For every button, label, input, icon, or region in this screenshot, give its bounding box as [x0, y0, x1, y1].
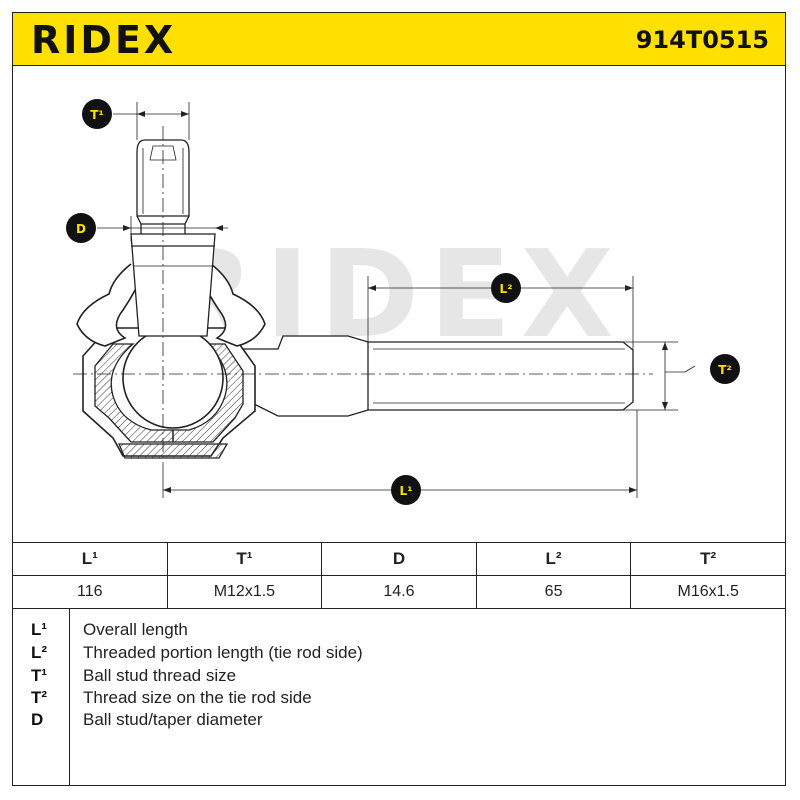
- t2-arrow-top: [662, 342, 668, 350]
- spec-header-cell: D: [321, 542, 477, 576]
- legend-description: Ball stud thread size: [83, 666, 237, 685]
- l2-arrow-left: [368, 285, 376, 291]
- rod-shank: [237, 335, 634, 417]
- spec-value-cell: 65: [475, 575, 632, 609]
- header-bar: RIDEX 914T0515: [12, 12, 786, 66]
- hex-socket: [149, 145, 177, 161]
- badge-t2-label: T²: [718, 363, 731, 377]
- brand-logo: RIDEX: [31, 18, 177, 62]
- badge-d: D: [66, 213, 96, 243]
- legend-code: T¹: [31, 666, 48, 685]
- ball-joint: [122, 327, 224, 429]
- badge-t1-label: T¹: [90, 108, 103, 122]
- legend-description: Threaded portion length (tie rod side): [83, 643, 363, 662]
- legend-description: Ball stud/taper diameter: [83, 710, 263, 729]
- d-arrow-right: [215, 225, 223, 231]
- spec-header-cell: L²: [475, 542, 632, 576]
- spec-value-cell: 14.6: [321, 575, 477, 609]
- l2-arrow-right: [625, 285, 633, 291]
- spec-value-row: 116 M12x1.5 14.6 65 M16x1.5: [12, 575, 786, 609]
- tie-rod-end-diagram: RIDEX: [66, 99, 740, 505]
- spec-header-row: L¹ T¹ D L² T²: [12, 542, 786, 576]
- part-number: 914T0515: [635, 26, 769, 54]
- spec-table: L¹ T¹ D L² T² 116 M12x1.5 14.6 65 M16x1.…: [12, 542, 786, 609]
- l1-arrow-right: [629, 487, 637, 493]
- spec-value-cell: M12x1.5: [166, 575, 323, 609]
- badge-d-label: D: [76, 222, 86, 236]
- spec-header-cell: L¹: [12, 542, 168, 576]
- dust-boot: [76, 263, 266, 347]
- badge-l2-label: L²: [500, 282, 513, 296]
- t1-arrow-left: [137, 111, 145, 117]
- legend-description: Overall length: [83, 620, 188, 639]
- l1-arrow-left: [163, 487, 171, 493]
- t2-leader-2: [684, 365, 696, 373]
- legend-panel: L¹ Overall length L² Threaded portion le…: [12, 608, 786, 786]
- legend-row: D Ball stud/taper diameter: [13, 710, 783, 732]
- legend-code: D: [31, 710, 44, 729]
- legend-row: L¹ Overall length: [13, 620, 783, 642]
- spec-header-cell: T²: [630, 542, 786, 576]
- legend-divider: [69, 608, 70, 785]
- badge-l1: L¹: [391, 475, 421, 505]
- badge-t1: T¹: [82, 99, 112, 129]
- spec-value-cell: 116: [12, 575, 168, 609]
- technical-drawing: RIDEX: [12, 66, 786, 542]
- legend-row: T² Thread size on the tie rod side: [13, 688, 783, 710]
- spec-header-cell: T¹: [166, 542, 323, 576]
- badge-l2: L²: [491, 273, 521, 303]
- legend-code: L¹: [31, 620, 48, 639]
- ball-stud-taper: [130, 233, 216, 337]
- legend-code: T²: [31, 688, 48, 707]
- badge-l1-label: L¹: [400, 484, 413, 498]
- d-arrow-left: [123, 225, 131, 231]
- legend-row: L² Threaded portion length (tie rod side…: [13, 643, 783, 665]
- spec-value-cell: M16x1.5: [630, 575, 786, 609]
- t2-arrow-bottom: [662, 402, 668, 410]
- lower-cap-hatch: [118, 443, 229, 459]
- badge-t2: T²: [710, 354, 740, 384]
- t1-arrow-right: [181, 111, 189, 117]
- legend-row: T¹ Ball stud thread size: [13, 666, 783, 688]
- legend-description: Thread size on the tie rod side: [83, 688, 312, 707]
- legend-code: L²: [31, 643, 48, 662]
